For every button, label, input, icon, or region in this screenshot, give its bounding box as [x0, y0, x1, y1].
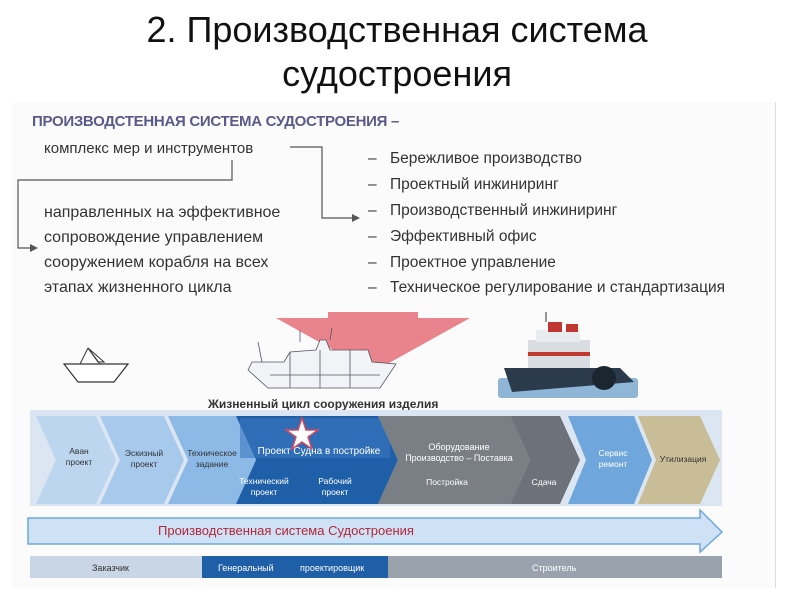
stage-line-1: Эскизный	[124, 448, 164, 458]
paper-boat-icon	[62, 347, 130, 383]
stage-4-top-band	[240, 418, 390, 458]
stage-label: Оборудование Производство – Поставка	[400, 442, 518, 464]
stage-label: Аван проект	[58, 446, 100, 468]
dash: –	[368, 150, 377, 167]
slide-title: 2. Производственная система судостроения	[0, 8, 794, 96]
tool-item: –Техническое регулирование и стандартиза…	[368, 279, 725, 297]
tool-item: –Эффективный офис	[368, 228, 537, 246]
stage-line-1: Проект Судна в постройке	[257, 446, 381, 457]
substage-line-2: проект	[321, 487, 349, 497]
participant-designer-1: Генеральный	[218, 563, 274, 573]
stage-line-1: Оборудование	[428, 442, 490, 452]
substage-line-1: Технический	[239, 476, 289, 486]
slide-title-line-1: 2. Производственная система	[146, 9, 648, 50]
stage-label: Эскизный проект	[118, 448, 170, 470]
stage-chevron-6	[510, 416, 580, 504]
stage-line-2: проект	[65, 457, 93, 467]
definition-subheading: комплекс мер и инструментов	[44, 140, 254, 157]
lifecycle-label: Жизненный цикл сооружения изделия	[208, 397, 439, 411]
substage-line-1: Рабочий	[318, 476, 352, 486]
tool-label: Эффективный офис	[390, 228, 537, 245]
connector-down	[17, 160, 233, 249]
substage-label: Постройка	[412, 477, 482, 488]
desc-line-1: направленных на эффективное	[44, 204, 281, 221]
substage-label: Рабочий проект	[308, 476, 362, 498]
participant-bar-customer	[30, 556, 202, 578]
stage-chevron-3	[168, 416, 256, 504]
desc-line-3: сооружением корабля на всех	[44, 254, 269, 271]
substage-line-2: проект	[250, 487, 278, 497]
stage-line-1: Сервис	[598, 448, 628, 458]
star-icon	[283, 415, 321, 451]
tool-label: Техническое регулирование и стандартизац…	[390, 279, 726, 296]
substage-label: Технический проект	[232, 476, 296, 498]
tool-item: –Бережливое производство	[368, 150, 582, 168]
stage-label: Сервис ремонт	[588, 448, 638, 470]
stage-chevron-5	[378, 416, 530, 504]
dash: –	[368, 254, 377, 271]
production-system-arrow	[27, 508, 724, 554]
definition-desc: направленных на эффективное сопровождени…	[44, 200, 280, 300]
substage-label: Сдача	[524, 477, 564, 488]
down-arrow-icon	[276, 312, 470, 372]
stage-chevron-8	[638, 416, 720, 504]
stage-line-2: задание	[195, 459, 229, 469]
dash: –	[368, 202, 377, 219]
participant-bar-designer	[202, 556, 388, 578]
desc-line-2: сопровождение управлением	[44, 229, 264, 246]
tool-item: –Проектный инжиниринг	[368, 176, 559, 194]
ship-blueprint-icon	[247, 327, 397, 389]
stage-chevron-2	[100, 416, 184, 504]
participant-designer-2: проектировщик	[300, 563, 365, 573]
tool-label: Проектный инжиниринг	[390, 176, 559, 193]
stage-label: Проект Судна в постройке	[244, 446, 394, 457]
participant-customer: Заказчик	[92, 563, 129, 573]
dash: –	[368, 228, 377, 245]
stage-chevron-1	[36, 416, 116, 504]
participant-builder: Строитель	[532, 563, 577, 573]
tool-label: Проектное управление	[390, 254, 556, 271]
stage-line-2: ремонт	[598, 459, 628, 469]
stage-line-1: Аван	[69, 446, 89, 456]
desc-line-4: этапах жизненного цикла	[44, 279, 232, 296]
substage-line-1: Постройка	[426, 477, 468, 487]
definition-heading: ПРОИЗВОДСТЕННАЯ СИСТЕМА СУДОСТРОЕНИЯ –	[32, 113, 400, 130]
slide-title-line-2: судостроения	[282, 53, 512, 94]
connector-down-arrowhead	[30, 244, 38, 252]
production-system-label: Производственная система Судостроения	[158, 523, 414, 538]
stage-label: Утилизация	[648, 454, 718, 465]
stage-label: Техническое задание	[180, 448, 244, 470]
tool-label: Бережливое производство	[390, 150, 582, 167]
icebreaker-ship-icon	[498, 312, 638, 398]
connector-right-arrowhead	[352, 214, 360, 222]
stage-line-2: проект	[130, 459, 158, 469]
dash: –	[368, 279, 377, 296]
dash: –	[368, 176, 377, 193]
stage-line-1: Техническое	[187, 448, 237, 458]
stage-line-2: Производство – Поставка	[405, 453, 513, 463]
tool-item: –Проектное управление	[368, 254, 556, 272]
tool-label: Производственный инжиниринг	[390, 202, 618, 219]
participant-bar-builder	[388, 556, 722, 578]
stage-chevron-7	[568, 416, 652, 504]
stage-line-1: Утилизация	[659, 454, 707, 464]
tool-item: –Производственный инжиниринг	[368, 202, 617, 220]
connector-right	[290, 146, 352, 219]
substage-line-1: Сдача	[531, 477, 557, 487]
